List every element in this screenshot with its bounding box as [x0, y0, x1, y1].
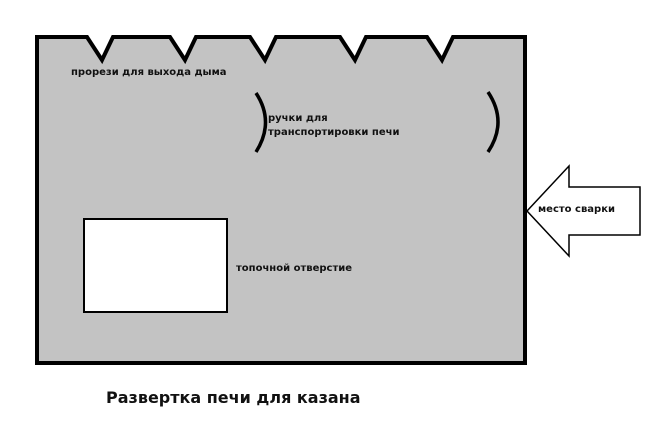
handles-label-line2: транспортировки печи [268, 127, 400, 138]
weld-label: место сварки [538, 204, 615, 215]
handle-right [486, 91, 500, 153]
weld-arrow-icon [525, 164, 641, 258]
slots-label: прорези для выхода дыма [71, 67, 227, 78]
stove-sheet [35, 35, 527, 365]
diagram-title: Развертка печи для казана [106, 388, 361, 407]
handle-left [254, 92, 268, 153]
firebox-opening [83, 218, 228, 313]
handles-label-line1: ручки для [268, 113, 328, 124]
firebox-label: топочной отверстие [236, 263, 353, 274]
